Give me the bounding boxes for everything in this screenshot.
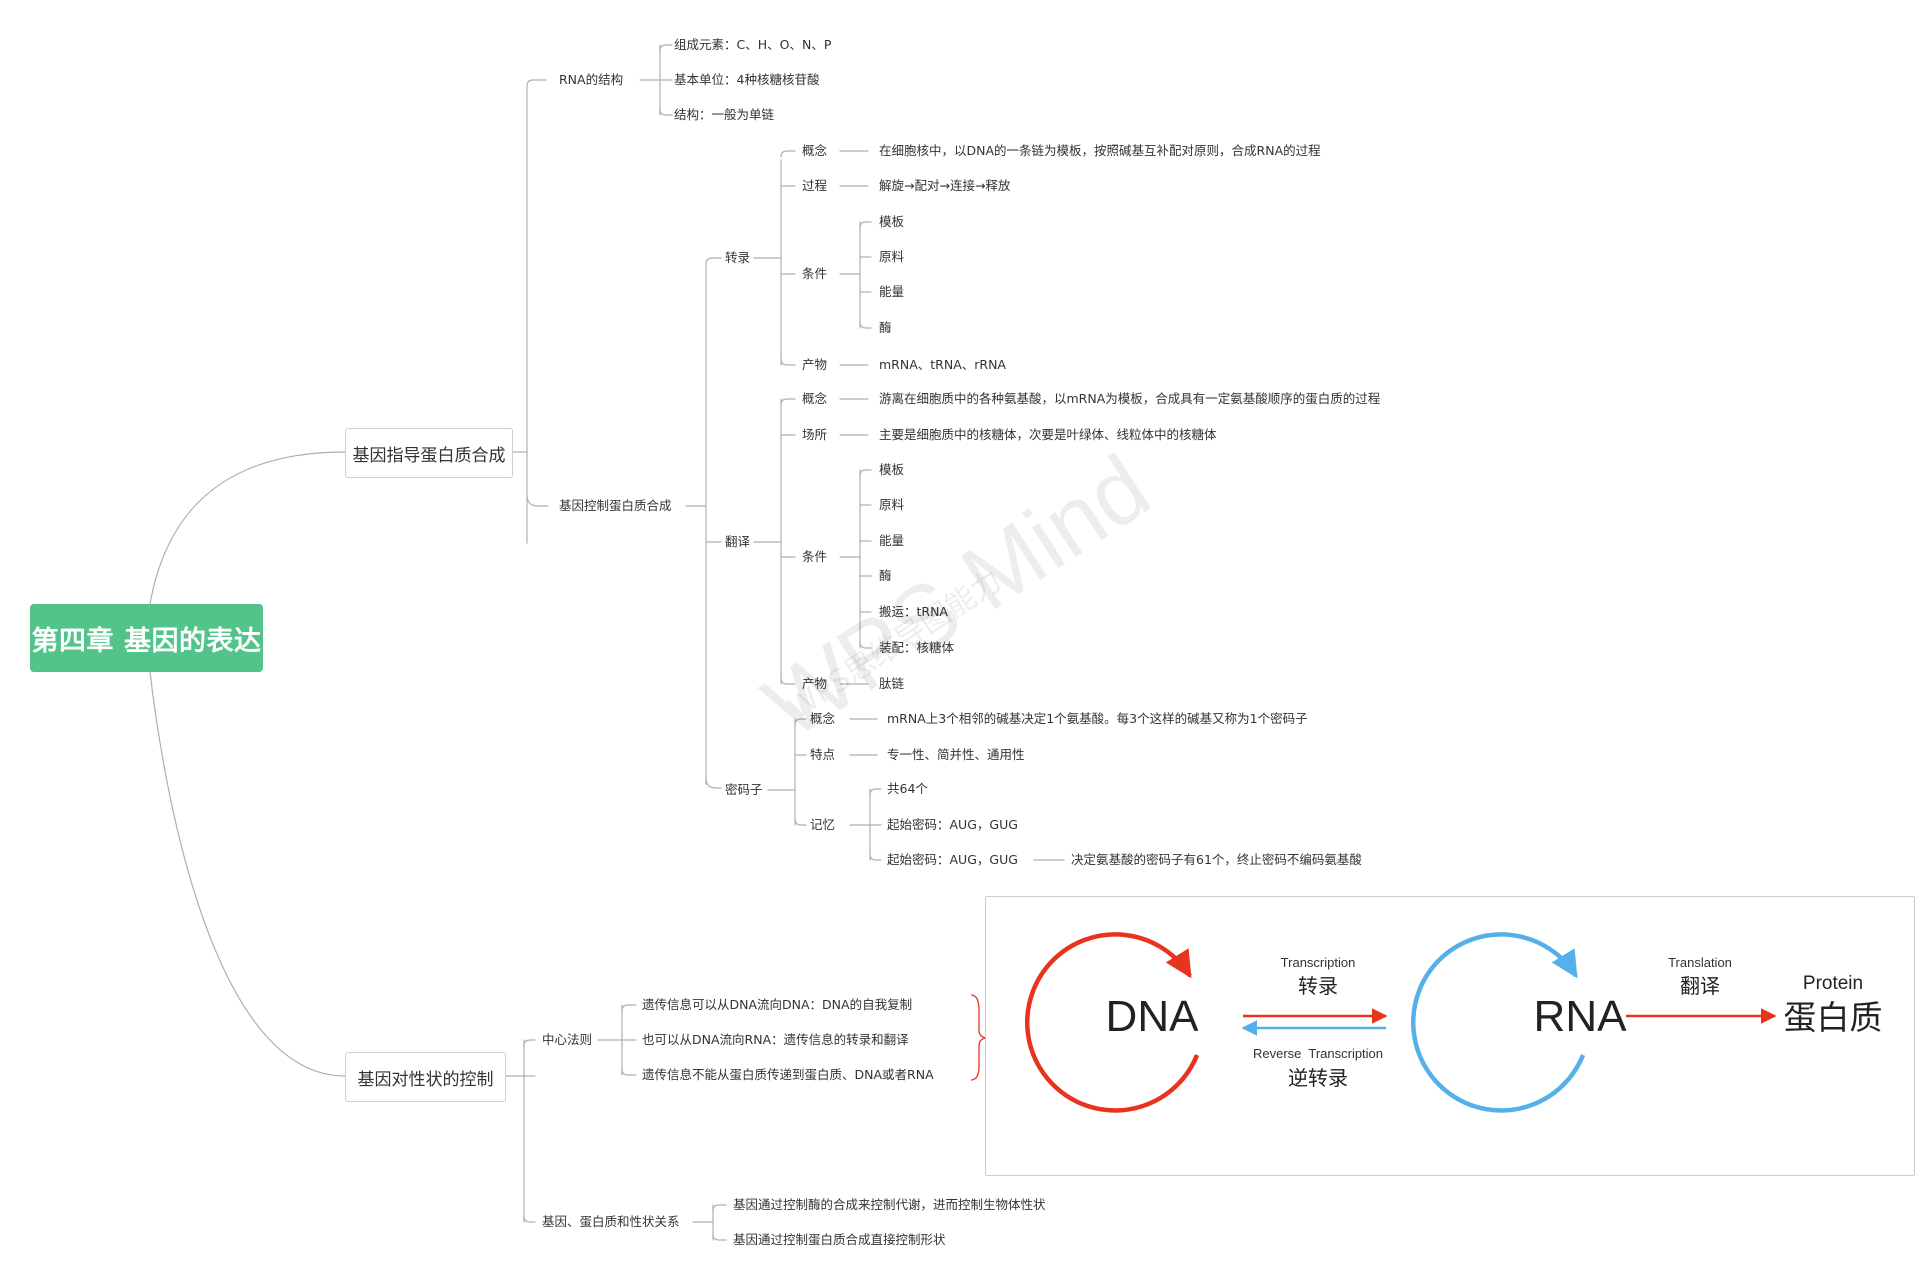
translation-conditions-label[interactable]: 条件 <box>802 549 828 564</box>
transcription-product[interactable]: mRNA、tRNA、rRNA <box>879 357 1006 372</box>
translation-concept-label[interactable]: 概念 <box>802 391 828 406</box>
gene-control-node[interactable]: 基因控制蛋白质合成 <box>559 498 672 513</box>
transcription-conditions-label[interactable]: 条件 <box>802 266 828 281</box>
relation-item[interactable]: 基因通过控制蛋白质合成直接控制形状 <box>733 1232 946 1247</box>
translation-product[interactable]: 肽链 <box>879 676 905 691</box>
central-dogma-item[interactable]: 遗传信息不能从蛋白质传递到蛋白质、DNA或者RNA <box>642 1067 934 1082</box>
dna-label: DNA <box>1106 992 1200 1041</box>
central-dogma-graphic: DNA RNA Transcription 转录 Reverse Transcr… <box>1025 932 1883 1113</box>
rna-structure-node[interactable]: RNA的结构 <box>559 72 624 87</box>
dna-replication-cycle <box>1025 932 1200 1113</box>
relation-node[interactable]: 基因、蛋白质和性状关系 <box>542 1214 680 1229</box>
rna-structure-item[interactable]: 基本单位：4种核糖核苷酸 <box>674 72 820 87</box>
codon-concept-label[interactable]: 概念 <box>810 711 836 726</box>
translation-condition[interactable]: 能量 <box>879 533 905 548</box>
branch2-node[interactable]: 基因对性状的控制 <box>345 1052 506 1102</box>
codon-memory-item[interactable]: 共64个 <box>887 781 928 796</box>
central-dogma-diagram[interactable]: DNA RNA Transcription 转录 Reverse Transcr… <box>985 896 1915 1176</box>
transcription-condition[interactable]: 原料 <box>879 249 905 264</box>
transcription-concept[interactable]: 在细胞核中，以DNA的一条链为模板，按照碱基互补配对原则，合成RNA的过程 <box>879 143 1321 158</box>
translation-node[interactable]: 翻译 <box>725 534 751 549</box>
translation-site[interactable]: 主要是细胞质中的核糖体，次要是叶绿体、线粒体中的核糖体 <box>879 427 1217 442</box>
translation-site-label[interactable]: 场所 <box>802 427 828 442</box>
codon-memory-label[interactable]: 记忆 <box>810 817 836 832</box>
codon-memory-item[interactable]: 起始密码：AUG，GUG <box>887 817 1018 832</box>
translation-condition[interactable]: 原料 <box>879 497 905 512</box>
translation-condition[interactable]: 搬运：tRNA <box>879 604 948 619</box>
reverse-transcription-cn-label: 逆转录 <box>1288 1066 1348 1090</box>
transcription-node[interactable]: 转录 <box>725 250 751 265</box>
transcription-product-label[interactable]: 产物 <box>802 357 828 372</box>
branch1-node[interactable]: 基因指导蛋白质合成 <box>345 428 513 478</box>
transcription-en-label: Transcription <box>1281 955 1356 970</box>
rna-structure-item[interactable]: 结构：一般为单链 <box>674 107 775 122</box>
translation-en-label: Translation <box>1668 955 1732 970</box>
central-dogma-item[interactable]: 遗传信息可以从DNA流向DNA：DNA的自我复制 <box>642 997 913 1012</box>
rna-structure-item[interactable]: 组成元素：C、H、O、N、P <box>674 37 832 52</box>
translation-condition[interactable]: 模板 <box>879 462 905 477</box>
codon-feature-label[interactable]: 特点 <box>810 747 836 762</box>
rna-label: RNA <box>1534 992 1628 1041</box>
translation-product-label[interactable]: 产物 <box>802 676 828 691</box>
transcription-cn-label: 转录 <box>1298 974 1338 998</box>
rna-replication-cycle <box>1411 932 1586 1113</box>
transcription-process-label[interactable]: 过程 <box>802 178 828 193</box>
translation-condition[interactable]: 酶 <box>879 568 892 583</box>
translation-concept[interactable]: 游离在细胞质中的各种氨基酸，以mRNA为模板，合成具有一定氨基酸顺序的蛋白质的过… <box>879 391 1381 406</box>
codon-memory-note[interactable]: 决定氨基酸的密码子有61个，终止密码不编码氨基酸 <box>1071 852 1362 867</box>
transcription-concept-label[interactable]: 概念 <box>802 143 828 158</box>
codon-node[interactable]: 密码子 <box>725 782 763 797</box>
transcription-condition[interactable]: 酶 <box>879 320 892 335</box>
transcription-condition[interactable]: 模板 <box>879 214 905 229</box>
reverse-transcription-en-label: Reverse Transcription <box>1253 1046 1383 1061</box>
central-dogma-node[interactable]: 中心法则 <box>542 1032 593 1047</box>
red-brace <box>970 994 987 1081</box>
root-node[interactable]: 第四章 基因的表达 <box>30 604 263 672</box>
codon-feature[interactable]: 专一性、简并性、通用性 <box>887 747 1025 762</box>
protein-cn-label: 蛋白质 <box>1784 998 1883 1037</box>
translation-condition[interactable]: 装配：核糖体 <box>879 640 955 655</box>
protein-en-label: Protein <box>1803 973 1863 994</box>
central-dogma-item[interactable]: 也可以从DNA流向RNA：遗传信息的转录和翻译 <box>642 1032 909 1047</box>
codon-memory-item[interactable]: 起始密码：AUG，GUG <box>887 852 1018 867</box>
translation-cn-label: 翻译 <box>1680 974 1720 998</box>
transcription-condition[interactable]: 能量 <box>879 284 905 299</box>
relation-item[interactable]: 基因通过控制酶的合成来控制代谢，进而控制生物体性状 <box>733 1197 1046 1212</box>
codon-concept[interactable]: mRNA上3个相邻的碱基决定1个氨基酸。每3个这样的碱基又称为1个密码子 <box>887 711 1308 726</box>
transcription-process[interactable]: 解旋→配对→连接→释放 <box>879 178 1011 193</box>
